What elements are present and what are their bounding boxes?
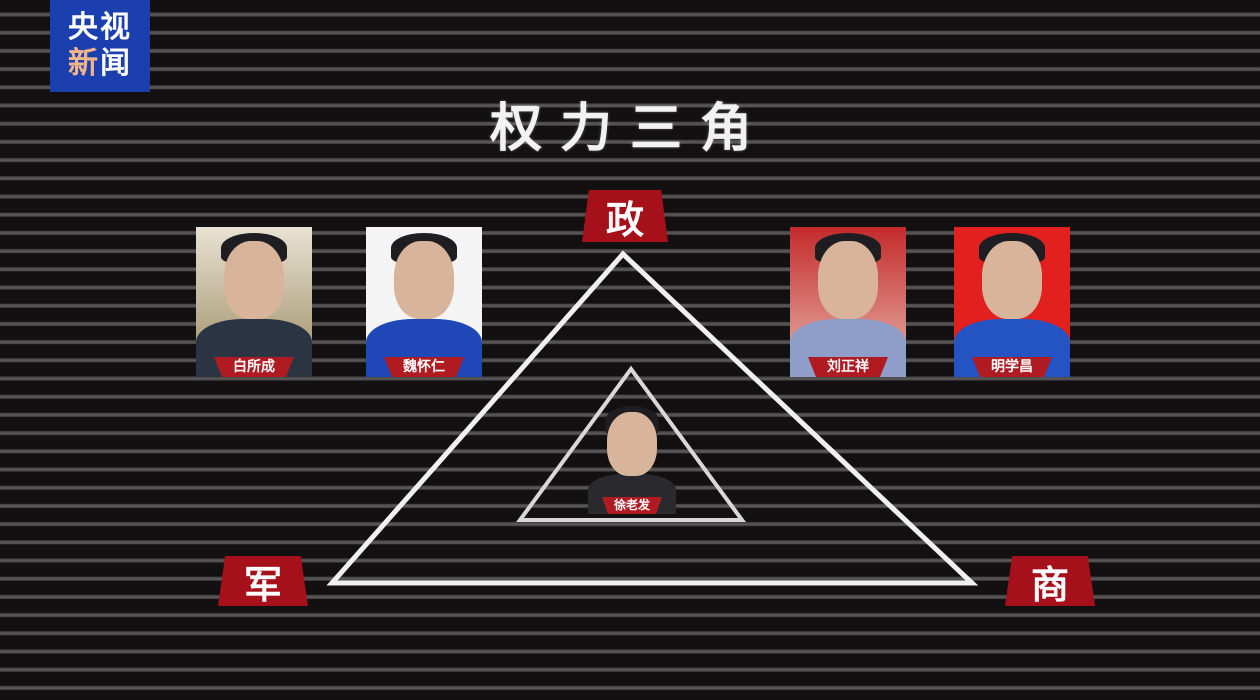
corner-military-tag: 军 (218, 556, 308, 607)
person-photo-ming-xuechang: 明学昌 (954, 227, 1070, 377)
person-name-label: 魏怀仁 (384, 357, 464, 377)
corner-politics-tag: 政 (582, 190, 668, 242)
cctv-news-logo: 央视 新闻 (50, 0, 150, 92)
person-photo-bai-suocheng: 白所成 (196, 227, 312, 377)
inner-triangle (516, 365, 746, 522)
person-photo-xu-laofa: 徐老发 (588, 402, 676, 514)
logo-line2: 新闻 (68, 46, 132, 81)
logo-line1: 央视 (68, 10, 132, 45)
person-name-label: 徐老发 (602, 497, 662, 514)
corner-business-tag: 商 (1005, 556, 1095, 607)
person-name-label: 白所成 (214, 357, 294, 377)
person-photo-liu-zhengxiang: 刘正祥 (790, 227, 906, 377)
outer-triangle (326, 250, 979, 586)
person-photo-wei-huairen: 魏怀仁 (366, 227, 482, 377)
person-name-label: 刘正祥 (808, 357, 888, 377)
person-name-label: 明学昌 (972, 357, 1052, 377)
page-title: 权力三角 (489, 99, 770, 159)
